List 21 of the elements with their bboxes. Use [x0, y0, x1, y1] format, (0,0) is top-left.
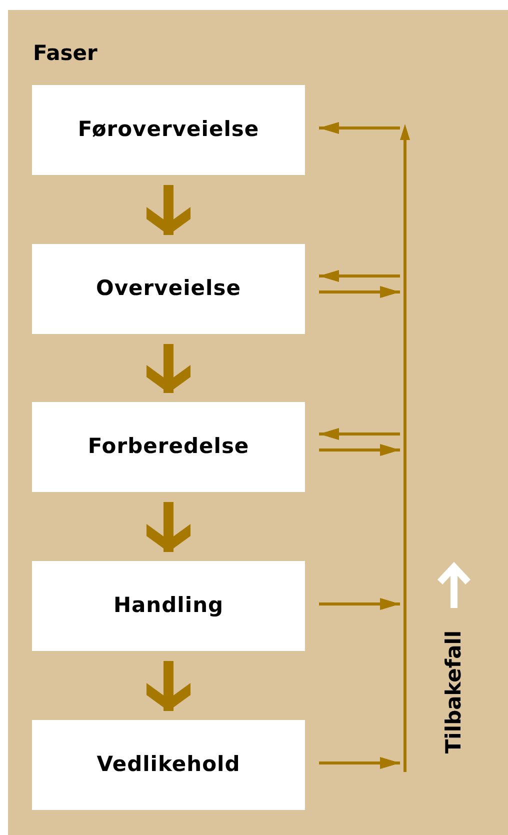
phase-box [32, 244, 305, 334]
phase-label: Vedlikehold [96, 751, 240, 778]
phase-box [32, 402, 305, 492]
phases-panel [8, 10, 508, 835]
panel-title: Faser [33, 40, 98, 67]
relapse-label: Tilbakefall [440, 630, 466, 754]
arrow [319, 270, 400, 282]
arrow [319, 757, 400, 769]
arrow [319, 122, 400, 134]
phase-box [32, 85, 305, 175]
arrow [319, 428, 400, 440]
arrow [319, 598, 400, 610]
phase-label: Handling [113, 592, 224, 620]
phase-label: Overveielse [96, 275, 241, 302]
arrow [319, 286, 400, 298]
phase-box [32, 561, 305, 651]
relapse-line [400, 124, 410, 772]
phase-label: Føroverveielse [78, 116, 260, 144]
phase-label: Forberedelse [88, 433, 250, 460]
arrow [319, 444, 400, 456]
phase-box [32, 720, 305, 810]
